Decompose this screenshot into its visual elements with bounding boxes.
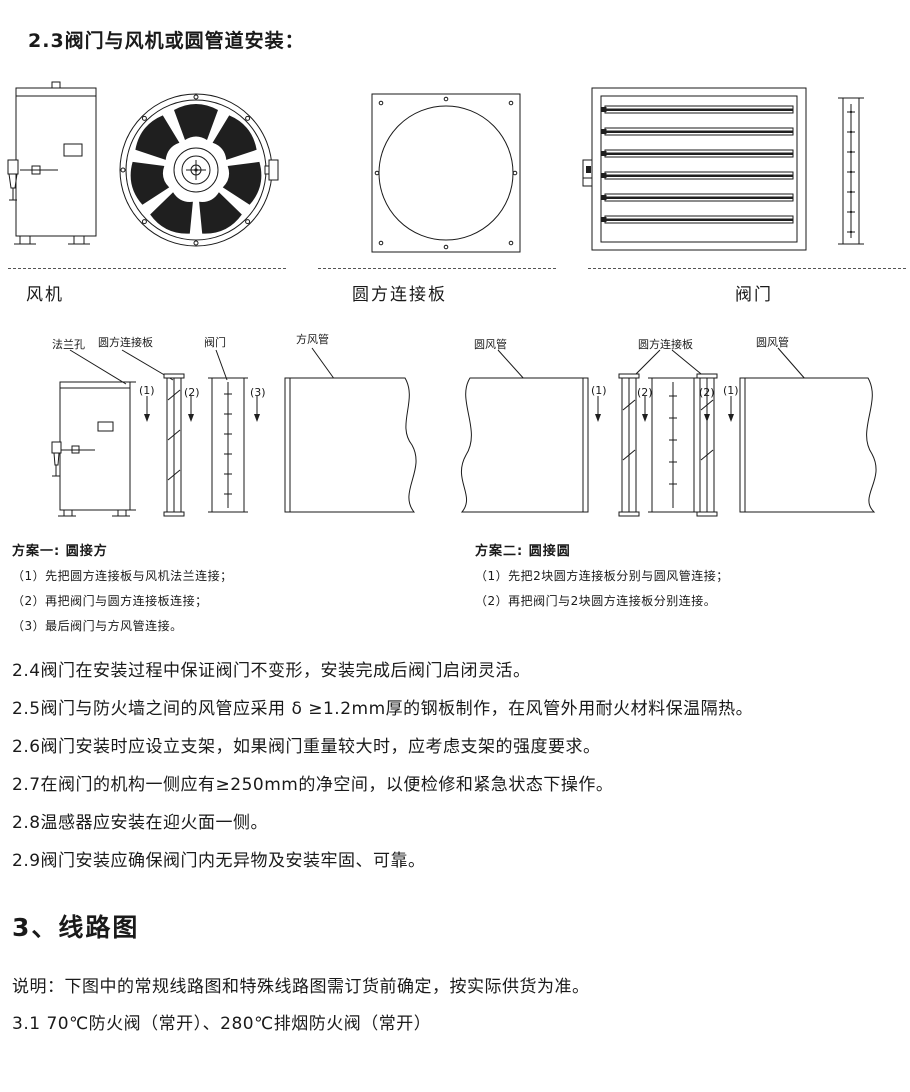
damper-front-view-drawing — [582, 87, 807, 251]
para-2-8: 2.8温感器应安装在迎火面一侧。 — [12, 813, 269, 833]
fan-caption: 风机 — [26, 285, 64, 305]
diagram-fan-side — [51, 381, 136, 517]
scheme-2-title: 方案二: 圆接圆 — [475, 544, 571, 559]
round-square-plate-drawing — [371, 93, 521, 253]
para-2-5: 2.5阀门与防火墙之间的风管应采用 δ ≥1.2mm厚的钢板制作，在风管外用耐火… — [12, 699, 754, 719]
diagram-damper-right — [648, 377, 698, 513]
mark-1-left: (1) — [139, 384, 155, 397]
label-flange-hole: 法兰孔 — [52, 338, 85, 351]
diagram-round-duct-a — [460, 377, 589, 513]
diagram-plate-left — [163, 373, 185, 517]
diagram-damper — [208, 377, 248, 513]
fan-side-view-drawing — [7, 81, 97, 245]
diagram-square-duct — [284, 377, 417, 513]
installation-diagram-drawing — [51, 347, 877, 517]
section-3-1-item: 3.1 70℃防火阀（常开）、280℃排烟防火阀（常开） — [12, 1014, 432, 1034]
scheme-1-step-2: （2）再把阀门与圆方连接板连接； — [12, 594, 208, 608]
notes-2-4-to-2-9: 2.4阀门在安装过程中保证阀门不变形，安装完成后阀门启闭灵活。 2.5阀门与防火… — [12, 652, 902, 880]
separator-dashed-middle — [318, 268, 556, 269]
diagram-round-duct-b — [739, 377, 877, 513]
mark-3-left: (3) — [250, 386, 266, 399]
para-2-9: 2.9阀门安装应确保阀门内无异物及安装牢固、可靠。 — [12, 851, 426, 871]
scheme-1-title: 方案一: 圆接方 — [12, 544, 108, 559]
plate-bolt-holes — [374, 96, 518, 250]
diagram-plate-a — [618, 373, 640, 517]
label-plate-right: 圆方连接板 — [638, 338, 693, 351]
scheme-2-step-1: （1）先把2块圆方连接板分别与圆风管连接； — [475, 569, 729, 583]
mark-2-right-b: (2) — [699, 386, 715, 399]
damper-louvers — [601, 105, 794, 224]
label-plate-left: 圆方连接板 — [98, 336, 153, 349]
label-damper: 阀门 — [204, 336, 226, 349]
damper-actuator — [582, 159, 593, 187]
separator-dashed-right — [588, 268, 906, 269]
scheme-2-step-2: （2）再把阀门与2块圆方连接板分别连接。 — [475, 594, 717, 608]
mark-2-right-a: (2) — [637, 386, 653, 399]
section-3-note: 说明：下图中的常规线路图和特殊线路图需订货前确定，按实际供货为准。 — [12, 977, 590, 997]
para-2-4: 2.4阀门在安装过程中保证阀门不变形，安装完成后阀门启闭灵活。 — [12, 661, 531, 681]
scheme-1-step-3: （3）最后阀门与方风管连接。 — [12, 619, 183, 633]
fan-front-view-drawing — [119, 93, 279, 247]
damper-side-view-drawing — [838, 97, 864, 245]
para-2-6: 2.6阀门安装时应设立支架，如果阀门重量较大时，应考虑支架的强度要求。 — [12, 737, 601, 757]
diagram-plate-b — [696, 373, 718, 517]
scheme-1-block: 方案一: 圆接方 （1）先把圆方连接板与风机法兰连接； （2）再把阀门与圆方连接… — [12, 540, 452, 634]
label-round-duct-a: 圆风管 — [474, 338, 507, 351]
scheme-1-step-1: （1）先把圆方连接板与风机法兰连接； — [12, 569, 233, 583]
mark-1-right-b: (1) — [723, 384, 739, 397]
plate-caption: 圆方连接板 — [352, 285, 447, 305]
section-2-3-title: 2.3阀门与风机或圆管道安装： — [28, 30, 305, 52]
separator-dashed-left — [8, 268, 286, 269]
mark-2-left: (2) — [184, 386, 200, 399]
diagram-dim-arrows-right — [595, 396, 734, 422]
para-2-7: 2.7在阀门的机构一侧应有≥250mm的净空间，以便检修和紧急状态下操作。 — [12, 775, 614, 795]
mark-1-right-a: (1) — [591, 384, 607, 397]
diagram-dim-arrows-left — [144, 396, 260, 422]
section-3-title: 3、线路图 — [12, 913, 140, 942]
blade-pivots — [847, 110, 855, 234]
label-square-duct: 方风管 — [296, 333, 329, 346]
scheme-2-block: 方案二: 圆接圆 （1）先把2块圆方连接板分别与圆风管连接； （2）再把阀门与2… — [475, 540, 910, 609]
label-round-duct-b: 圆风管 — [756, 336, 789, 349]
damper-caption: 阀门 — [735, 285, 773, 305]
